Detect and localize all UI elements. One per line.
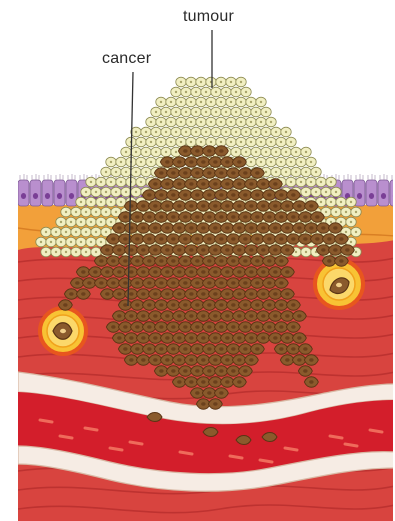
cancer-label: cancer xyxy=(102,50,151,68)
capillary-left xyxy=(40,308,86,354)
tumour-label: tumour xyxy=(183,8,234,26)
capillary-right xyxy=(315,260,363,308)
